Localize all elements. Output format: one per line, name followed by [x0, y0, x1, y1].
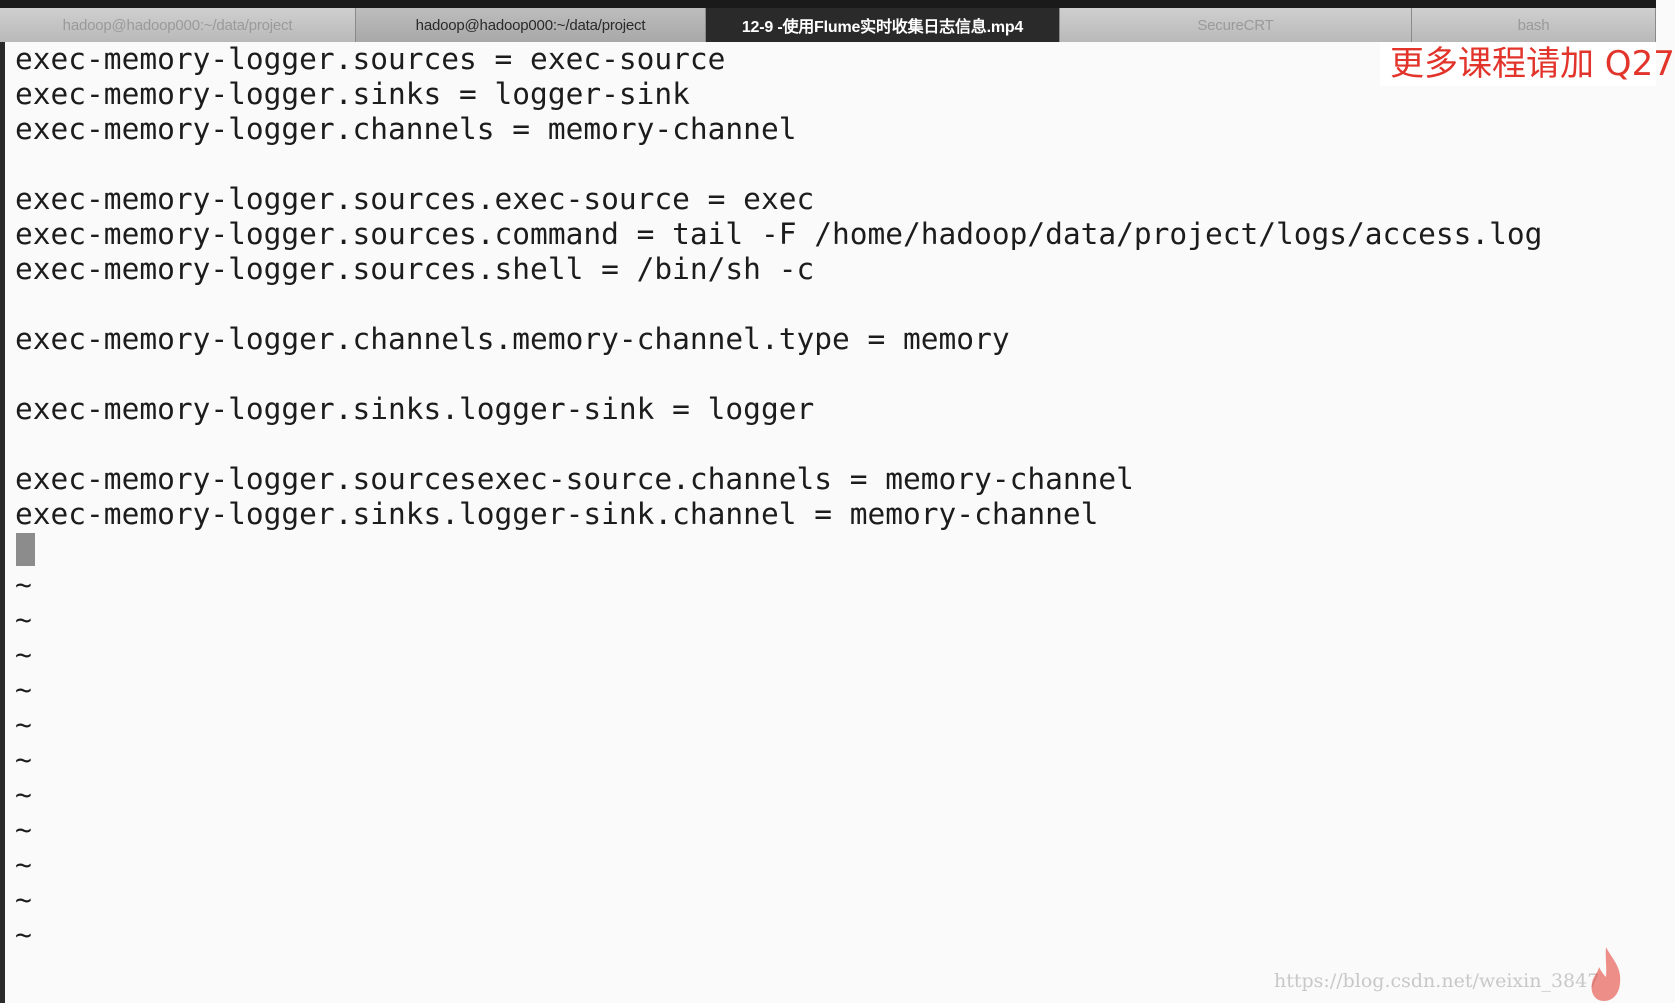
- blank-line: [15, 357, 1542, 392]
- flame-logo-icon: [1591, 947, 1621, 1001]
- tab-bar: hadoop@hadoop000:~/data/project hadoop@h…: [0, 0, 1656, 42]
- config-line: exec-memory-logger.channels.memory-chann…: [15, 322, 1010, 356]
- empty-line-tilde: ~: [15, 708, 32, 741]
- empty-line-tilde: ~: [15, 813, 32, 846]
- course-watermark: 更多课程请加 Q27: [1380, 42, 1675, 86]
- blog-url-watermark: https://blog.csdn.net/weixin_3847: [1274, 970, 1600, 992]
- tab-bash[interactable]: bash: [1412, 8, 1656, 42]
- empty-line-tilde: ~: [15, 918, 32, 951]
- config-line: exec-memory-logger.sinks.logger-sink = l…: [15, 392, 815, 426]
- cursor-line: [15, 532, 1542, 567]
- empty-line-tilde: ~: [15, 638, 32, 671]
- config-line: exec-memory-logger.sources.command = tai…: [15, 217, 1543, 251]
- blank-line: [15, 147, 1542, 182]
- video-title: 12-9 -使用Flume实时收集日志信息.mp4: [706, 8, 1060, 42]
- blank-line: [15, 427, 1542, 462]
- empty-line-tilde: ~: [15, 778, 32, 811]
- empty-line-markers: ~ ~ ~ ~ ~ ~ ~ ~ ~ ~ ~: [15, 567, 1542, 952]
- blank-line: [15, 287, 1542, 322]
- terminal-editor[interactable]: exec-memory-logger.sources = exec-source…: [0, 42, 1656, 1003]
- config-line: exec-memory-logger.sources.exec-source =…: [15, 182, 815, 216]
- empty-line-tilde: ~: [15, 883, 32, 916]
- config-line: exec-memory-logger.sources.shell = /bin/…: [15, 252, 815, 286]
- config-line: exec-memory-logger.channels = memory-cha…: [15, 112, 797, 146]
- tab-securecrt[interactable]: SecureCRT: [1060, 8, 1412, 42]
- config-line: exec-memory-logger.sinks = logger-sink: [15, 77, 690, 111]
- config-line: exec-memory-logger.sinks.logger-sink.cha…: [15, 497, 1099, 531]
- config-line: exec-memory-logger.sources = exec-source: [15, 42, 726, 76]
- text-cursor: [16, 533, 35, 566]
- tab-hadoop-terminal-2[interactable]: hadoop@hadoop000:~/data/project: [356, 8, 706, 42]
- empty-line-tilde: ~: [15, 568, 32, 601]
- empty-line-tilde: ~: [15, 603, 32, 636]
- empty-line-tilde: ~: [15, 848, 32, 881]
- empty-line-tilde: ~: [15, 743, 32, 776]
- config-line: exec-memory-logger.sourcesexec-source.ch…: [15, 462, 1134, 496]
- editor-buffer: exec-memory-logger.sources = exec-source…: [15, 42, 1542, 952]
- tab-hadoop-terminal-1[interactable]: hadoop@hadoop000:~/data/project: [0, 8, 356, 42]
- empty-line-tilde: ~: [15, 673, 32, 706]
